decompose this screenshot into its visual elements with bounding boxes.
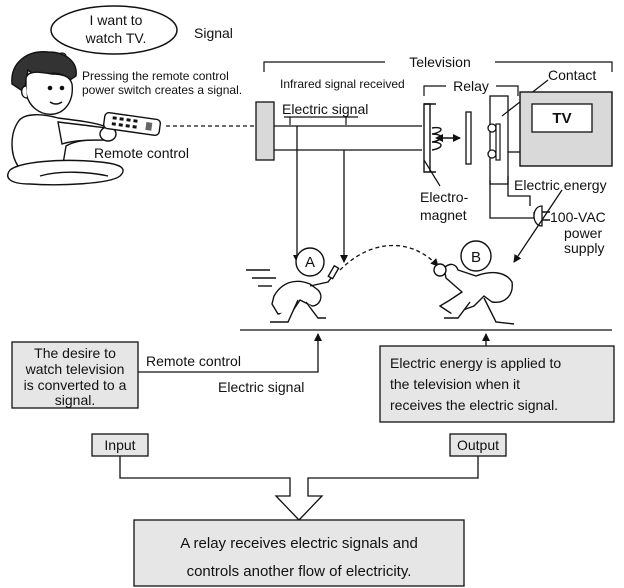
tv-set: TV <box>508 91 613 167</box>
energy-arrow <box>513 189 563 263</box>
summary-line2: controls another flow of electricity. <box>187 563 412 580</box>
signal-label: Signal <box>194 25 233 41</box>
power-line3: supply <box>564 240 604 256</box>
electric-signal-bracket <box>284 116 358 125</box>
energy-line3: receives the electric signal. <box>390 397 558 413</box>
bubble-line2: watch TV. <box>85 30 147 46</box>
runner-b-label: B <box>471 249 481 266</box>
infrared-label: Infrared signal received <box>280 77 405 91</box>
remote-control-label: Remote control <box>94 145 189 161</box>
runner-b <box>433 263 515 325</box>
tv-screen-label: TV <box>552 110 571 127</box>
pressing-line2: power switch creates a signal. <box>82 83 242 97</box>
electro-line1: Electro- <box>420 189 469 205</box>
energy-box <box>379 345 615 423</box>
desire-line1: The desire to <box>34 345 116 361</box>
person-illustration <box>7 51 124 186</box>
runner-a-badge <box>295 247 325 277</box>
input-label: Input <box>104 437 135 453</box>
remote-control-device <box>102 111 162 137</box>
speech-bubble: I want to watch TV. <box>50 5 178 67</box>
energy-line1: Electric energy is applied to <box>390 355 561 371</box>
ir-receiver <box>255 101 275 161</box>
runner-a <box>246 264 340 323</box>
runner-a-label: A <box>305 254 315 271</box>
desire-line2: watch television <box>25 361 125 377</box>
output-label: Output <box>457 437 499 453</box>
power-line1: 100-VAC <box>550 209 606 225</box>
bubble-line1: I want to <box>90 12 143 28</box>
television-label: Television <box>409 54 470 70</box>
desire-box <box>11 341 139 409</box>
summary-box <box>133 519 465 587</box>
pressing-line1: Pressing the remote control <box>82 69 229 83</box>
electric-signal-flow-label: Electric signal <box>218 379 304 395</box>
relay-label: Relay <box>453 78 489 94</box>
summary-line1: A relay receives electric signals and <box>180 535 418 552</box>
baton-pass-arrow <box>339 244 439 271</box>
relay-armature <box>465 111 472 165</box>
power-plug <box>533 205 550 227</box>
desire-line4: signal. <box>55 392 95 408</box>
electric-signal-top-label: Electric signal <box>282 101 368 117</box>
power-line2: power <box>564 225 602 241</box>
contact-label: Contact <box>548 67 596 83</box>
merge-arrow <box>119 456 479 521</box>
energy-line2: the television when it <box>390 376 520 392</box>
electric-energy-label: Electric energy <box>514 177 607 193</box>
relay-contact-frame <box>489 95 509 185</box>
electromagnet <box>423 103 461 173</box>
desire-to-runner-arrow <box>138 333 322 373</box>
desire-line3: is converted to a <box>24 377 127 393</box>
remote-control-flow-label: Remote control <box>146 353 241 369</box>
electro-line2: magnet <box>420 207 467 223</box>
signal-wires <box>274 125 422 263</box>
runner-b-badge <box>460 240 492 272</box>
